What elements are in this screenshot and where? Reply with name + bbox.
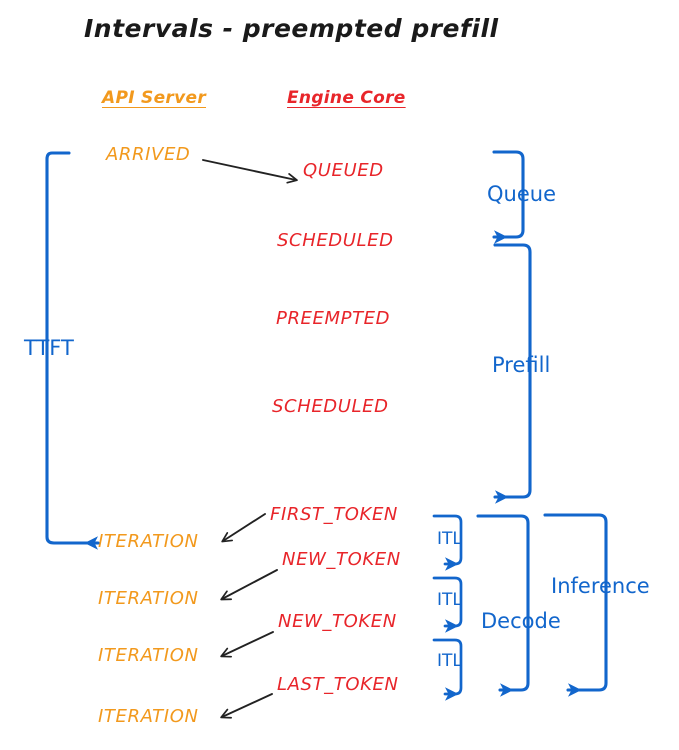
arrow-first-token-to-iteration	[221, 513, 266, 543]
event-scheduled-2: SCHEDULED	[272, 396, 389, 417]
interval-label-itl-3: ITL	[437, 651, 462, 671]
page-title: Intervals - preempted prefill	[84, 14, 499, 43]
arrow-last-token-to-iteration	[220, 693, 273, 719]
arrow-arrived-to-queued	[202, 159, 298, 184]
interval-label-ttft: TTFT	[24, 336, 74, 360]
event-preempted: PREEMPTED	[276, 308, 391, 329]
interval-label-itl-1: ITL	[437, 529, 462, 549]
column-header-api-server: API Server	[102, 88, 207, 108]
event-last-token: LAST_TOKEN	[277, 674, 399, 695]
interval-label-inference: Inference	[551, 574, 650, 598]
event-iteration-3: ITERATION	[98, 645, 199, 666]
event-iteration-2: ITERATION	[98, 588, 199, 609]
interval-label-prefill: Prefill	[492, 353, 551, 377]
bracket-decode	[476, 514, 530, 697]
event-scheduled-1: SCHEDULED	[277, 230, 394, 251]
interval-label-itl-2: ITL	[437, 590, 462, 610]
event-iteration-4: ITERATION	[98, 706, 199, 727]
interval-label-decode: Decode	[481, 609, 561, 633]
interval-label-queue: Queue	[487, 182, 556, 206]
event-new-token-1: NEW_TOKEN	[282, 549, 401, 570]
event-first-token: FIRST_TOKEN	[270, 504, 398, 525]
bracket-inference	[543, 513, 608, 697]
event-queued: QUEUED	[303, 160, 384, 181]
arrow-new-token-1-to-iteration	[220, 569, 278, 601]
column-header-engine-core: Engine Core	[287, 88, 406, 108]
arrow-new-token-2-to-iteration	[220, 631, 274, 658]
event-iteration-1: ITERATION	[98, 531, 199, 552]
event-new-token-2: NEW_TOKEN	[278, 611, 397, 632]
event-arrived: ARRIVED	[106, 144, 191, 165]
